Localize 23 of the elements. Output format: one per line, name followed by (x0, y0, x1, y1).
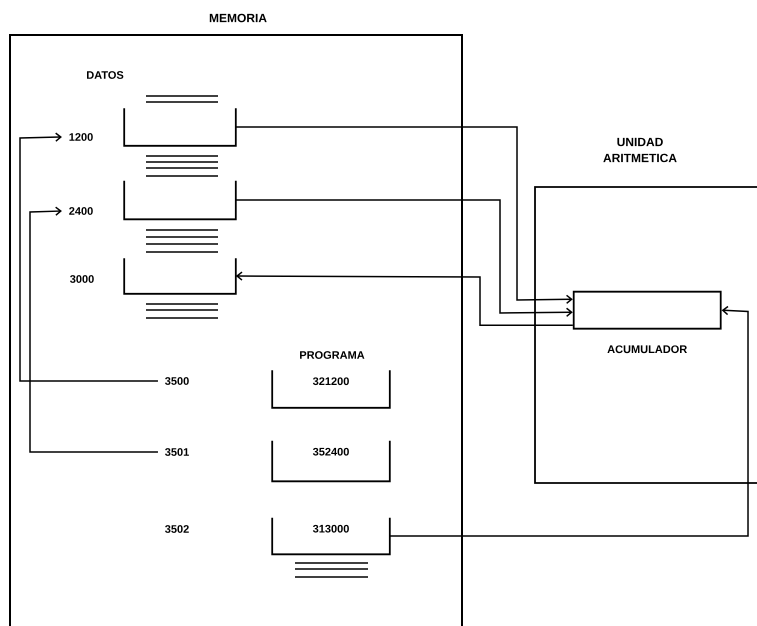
arrow (390, 306, 749, 537)
memory-cell (123, 258, 237, 295)
arrow (29, 206, 158, 453)
memory-cell: 321200 (271, 370, 391, 409)
address-label: 3500 (165, 377, 189, 385)
address-label: 3502 (165, 525, 189, 533)
address-label: 3000 (70, 275, 94, 283)
register-box: ACUMULADOR (572, 290, 722, 354)
address-label: 2400 (69, 207, 93, 215)
node-label: MEMORIA (210, 14, 267, 22)
section-label: DATOS (87, 71, 124, 79)
address-label: 1200 (69, 133, 93, 141)
section-label: PROGRAMA (300, 351, 364, 359)
node-label: ACUMULADOR (607, 345, 687, 354)
memory-cell (123, 180, 237, 220)
arrow (19, 132, 158, 382)
memory-cell: 352400 (271, 440, 391, 482)
memory-cell: 313000 (271, 518, 391, 556)
arrow (236, 271, 573, 326)
arrow (236, 199, 573, 317)
address-label: 3501 (165, 448, 189, 456)
arrow (236, 126, 573, 304)
memory-cell (123, 108, 237, 147)
